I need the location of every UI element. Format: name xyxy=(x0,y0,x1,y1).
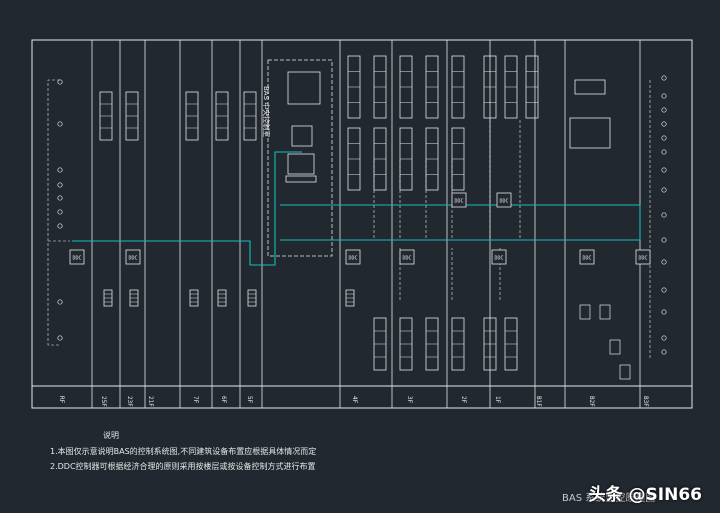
ddc-controller-label: DDC xyxy=(638,256,647,262)
ddc-controller-label: DDC xyxy=(128,256,137,262)
ddc-controller xyxy=(491,249,507,265)
bas-control-room-box xyxy=(267,59,333,257)
floor-label: 21F xyxy=(147,396,154,407)
floor-label: 1F xyxy=(494,396,501,404)
ddc-controller xyxy=(125,249,141,265)
control-wire xyxy=(47,79,60,346)
sensor-symbol xyxy=(57,299,63,305)
drawing-frame xyxy=(31,39,693,409)
sensor-symbol xyxy=(661,335,667,341)
sensor-symbol xyxy=(661,259,667,265)
ddc-controller-label: DDC xyxy=(582,256,591,262)
chiller-unit xyxy=(569,117,611,149)
ddc-controllers: DDC DDC DDC DDC DDC DDC DDC DDC DDC xyxy=(69,192,651,265)
sensor-symbol xyxy=(57,167,63,173)
central-server-rack xyxy=(287,71,321,105)
ddc-controller xyxy=(451,192,467,208)
pump-unit xyxy=(619,364,631,380)
floor-label: 3F xyxy=(406,396,413,404)
cooling-tower xyxy=(574,79,606,95)
floor-label: 4F xyxy=(351,396,358,404)
floor-label: 7F xyxy=(192,396,199,404)
sensor-symbol xyxy=(661,167,667,173)
ddc-controller xyxy=(635,249,651,265)
equipment-symbols xyxy=(47,55,667,380)
pump-unit xyxy=(609,339,621,355)
sensor-symbol xyxy=(57,335,63,341)
ddc-controller-label: DDC xyxy=(402,256,411,262)
ddc-controller xyxy=(69,249,85,265)
pump-unit xyxy=(599,304,611,320)
sensor-symbol xyxy=(57,195,63,201)
drawing-title: BAS 系统监控原理图 xyxy=(562,493,656,504)
operator-workstation-base xyxy=(285,175,317,183)
sensor-symbol xyxy=(661,93,667,99)
bas-control-room-label: BAS 中央控制室 xyxy=(262,86,270,138)
note-item-2: 2.DDC控制器可根据经济合理的原则采用按楼层或按设备控制方式进行布置 xyxy=(50,462,316,471)
pump-unit xyxy=(579,304,591,320)
ddc-controller-label: DDC xyxy=(72,256,81,262)
sensor-symbol xyxy=(57,79,63,85)
ddc-controller-label: DDC xyxy=(454,199,463,205)
sensor-symbol xyxy=(661,187,667,193)
sensor-symbol xyxy=(661,349,667,355)
floor-label: 5F xyxy=(246,396,253,404)
floor-label: 6F xyxy=(220,396,227,404)
floor-label: 25F xyxy=(100,396,107,407)
sensor-symbol xyxy=(661,75,667,81)
ddc-controller-label: DDC xyxy=(499,199,508,205)
sensor-symbol xyxy=(57,182,63,188)
floor-label: B2F xyxy=(588,396,595,407)
operator-workstation-screen xyxy=(287,153,315,175)
floor-label: B1F xyxy=(535,396,542,407)
ddc-controller xyxy=(345,249,361,265)
sensor-symbol xyxy=(661,121,667,127)
sensor-symbol xyxy=(661,149,667,155)
ddc-controller xyxy=(399,249,415,265)
floor-label: RF xyxy=(58,396,65,404)
sensor-symbol xyxy=(661,107,667,113)
ddc-controller xyxy=(579,249,595,265)
notes-heading: 说明 xyxy=(103,431,119,440)
sensor-symbol xyxy=(57,223,63,229)
central-controller xyxy=(291,125,313,147)
sensor-symbol xyxy=(661,212,667,218)
column-dividers xyxy=(91,40,641,408)
floor-label: B3F xyxy=(642,396,649,407)
sensor-symbol xyxy=(661,309,667,315)
ddc-controller-label: DDC xyxy=(494,256,503,262)
sensor-symbol xyxy=(57,209,63,215)
floor-label: 2F xyxy=(460,396,467,404)
sensor-symbol xyxy=(661,287,667,293)
sensor-symbol xyxy=(661,135,667,141)
note-item-1: 1.本图仅示意说明BAS的控制系统图,不同建筑设备布置应根据具体情况而定 xyxy=(50,447,317,456)
watermark: 头条 @SIN66 xyxy=(588,485,702,505)
sensor-symbol xyxy=(57,121,63,127)
ddc-controller xyxy=(496,192,512,208)
ddc-controller-label: DDC xyxy=(348,256,357,262)
communication-bus xyxy=(72,151,641,266)
floor-label: 23F xyxy=(126,396,133,407)
sensor-symbol xyxy=(661,237,667,243)
